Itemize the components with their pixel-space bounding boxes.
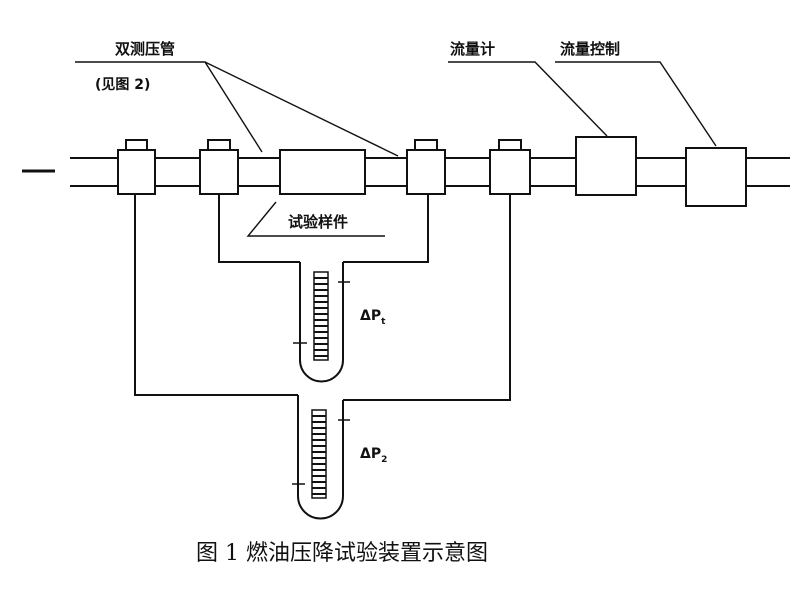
pressure-tap-3 — [406, 139, 446, 195]
delta-p1-label: ΔPt — [360, 308, 386, 327]
delta-p1-main: ΔP — [360, 308, 381, 324]
delta-p2-label: ΔP2 — [360, 446, 387, 465]
leader-lines — [75, 61, 717, 237]
delta-p2-main: ΔP — [360, 446, 381, 462]
delta-p1-sub: t — [381, 317, 386, 327]
test-specimen-label: 试验样件 — [288, 213, 348, 231]
main-pipe — [70, 157, 790, 187]
flowmeter-label: 流量计 — [450, 40, 495, 58]
pressure-tap-4 — [489, 139, 531, 195]
see-figure-note: (见图 2) — [95, 77, 150, 93]
pressure-tap-1 — [117, 139, 156, 195]
flow-control-box — [685, 147, 747, 207]
pressure-tap-2 — [199, 139, 239, 195]
inner-tap-lines — [218, 194, 429, 383]
flowmeter-box — [575, 136, 637, 196]
outer-tap-lines — [134, 194, 511, 520]
delta-p2-sub: 2 — [381, 455, 387, 465]
dual-tap-label: 双测压管 — [115, 40, 175, 58]
flow-control-label: 流量控制 — [560, 40, 620, 58]
test-specimen-body — [279, 149, 366, 195]
manometer-2-scale — [311, 409, 327, 499]
figure-caption: 图 1 燃油压降试验装置示意图 — [196, 541, 488, 566]
manometer-1-scale — [313, 271, 329, 361]
